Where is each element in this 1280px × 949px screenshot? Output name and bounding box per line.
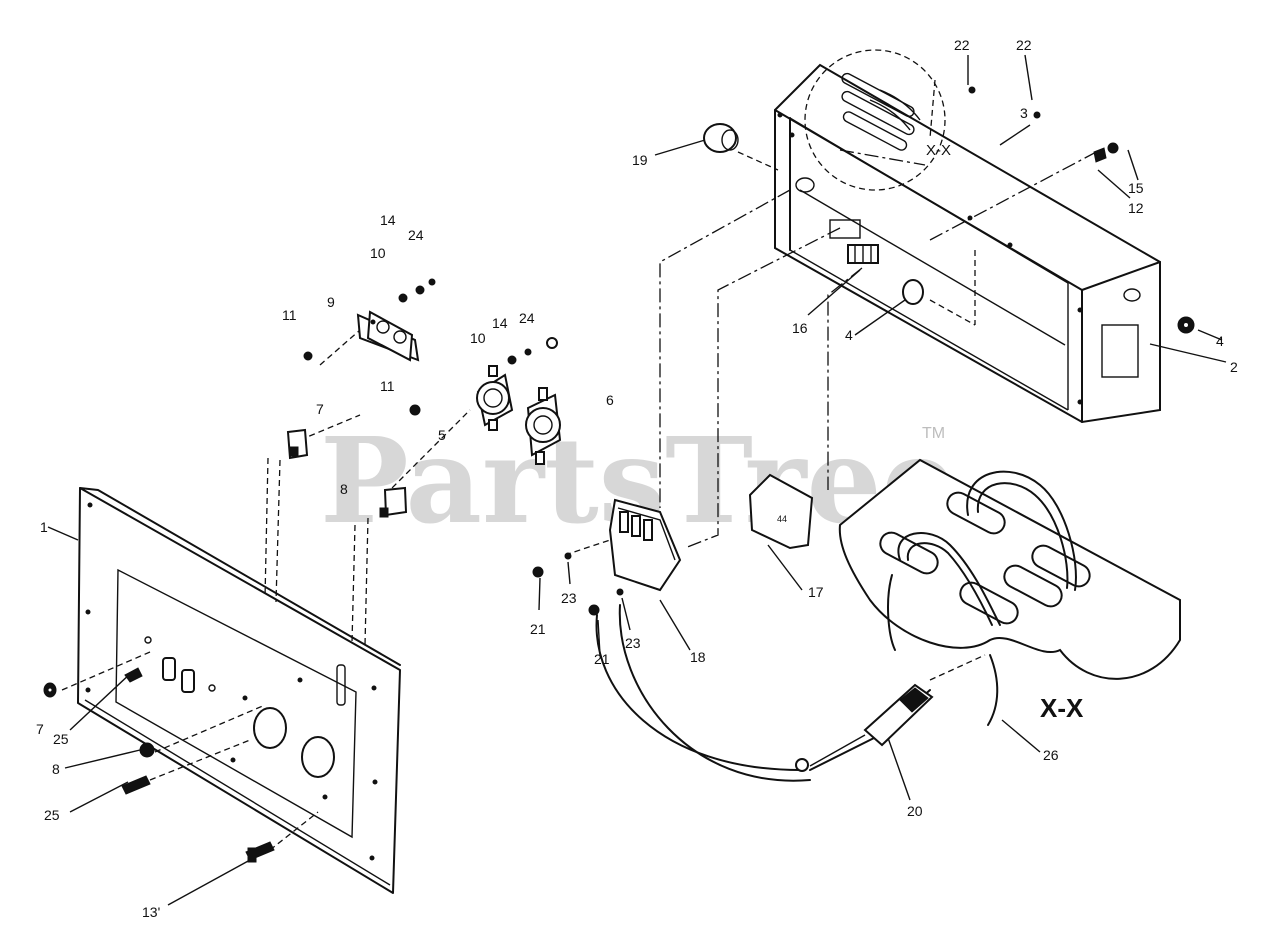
callout-c24a: 24 xyxy=(408,227,424,243)
callout-c22b: 22 xyxy=(1016,37,1032,53)
detail-view-xx: X-X xyxy=(838,458,1181,726)
callout-c11a: 11 xyxy=(282,307,297,323)
callout-c10b: 10 xyxy=(470,330,486,346)
callout-c20: 20 xyxy=(907,803,923,819)
module-17: 44 xyxy=(748,473,814,550)
callout-c11b: 11 xyxy=(380,378,395,394)
small-fasteners xyxy=(303,278,624,616)
receptacle-9 xyxy=(356,310,420,362)
callout-c18: 18 xyxy=(690,649,706,665)
receptacle-5 xyxy=(476,365,514,431)
callout-c3: 3 xyxy=(1020,105,1028,121)
control-panel xyxy=(77,487,401,894)
detail-circle: X-X xyxy=(804,49,951,191)
left-hardware xyxy=(43,667,275,863)
left-leader-lines xyxy=(47,329,471,906)
callout-c26: 26 xyxy=(1043,747,1059,763)
callout-c8b: 8 xyxy=(52,761,60,777)
box-hardware xyxy=(703,86,1195,334)
callout-c21a: 21 xyxy=(530,621,546,637)
callout-c2: 2 xyxy=(1230,359,1238,375)
callout-c21b: 21 xyxy=(594,651,610,667)
callout-c4b: 4 xyxy=(1216,333,1224,349)
callout-c14b: 14 xyxy=(492,315,508,331)
callout-c14a: 14 xyxy=(380,212,396,228)
callout-c7b: 7 xyxy=(36,721,44,737)
callout-c19: 19 xyxy=(632,152,648,168)
svg-text:44: 44 xyxy=(777,514,787,524)
callout-c25a: 25 xyxy=(53,731,69,747)
watermark-trademark: TM xyxy=(922,425,945,442)
detail-callout-label: X-X xyxy=(926,142,951,159)
callout-c10a: 10 xyxy=(370,245,386,261)
detail-view-label: X-X xyxy=(1040,693,1084,723)
callout-c17: 17 xyxy=(808,584,824,600)
callout-c8a: 8 xyxy=(340,481,348,497)
callout-c23b: 23 xyxy=(625,635,641,651)
callout-c25b: 25 xyxy=(44,807,60,823)
callout-c9: 9 xyxy=(327,294,335,310)
callout-c7a: 7 xyxy=(316,401,324,417)
switch-8 xyxy=(379,486,408,518)
callout-c12: 12 xyxy=(1128,200,1144,216)
callout-c15: 15 xyxy=(1128,180,1144,196)
callout-c6: 6 xyxy=(606,392,614,408)
callout-c4a: 4 xyxy=(845,327,853,343)
wiring-harness xyxy=(595,604,934,782)
switch-7 xyxy=(286,428,309,460)
right-leader-lines xyxy=(538,54,1227,801)
callout-c22a: 22 xyxy=(954,37,970,53)
callout-c23a: 23 xyxy=(561,590,577,606)
rectifier-18 xyxy=(608,498,682,592)
callout-c13: 13' xyxy=(142,904,160,920)
receptacle-6 xyxy=(525,387,562,465)
callout-c16: 16 xyxy=(792,320,808,336)
callout-c24b: 24 xyxy=(519,310,535,326)
callout-c1: 1 xyxy=(40,519,48,535)
callout-c5: 5 xyxy=(438,427,446,443)
control-box xyxy=(774,63,1161,424)
